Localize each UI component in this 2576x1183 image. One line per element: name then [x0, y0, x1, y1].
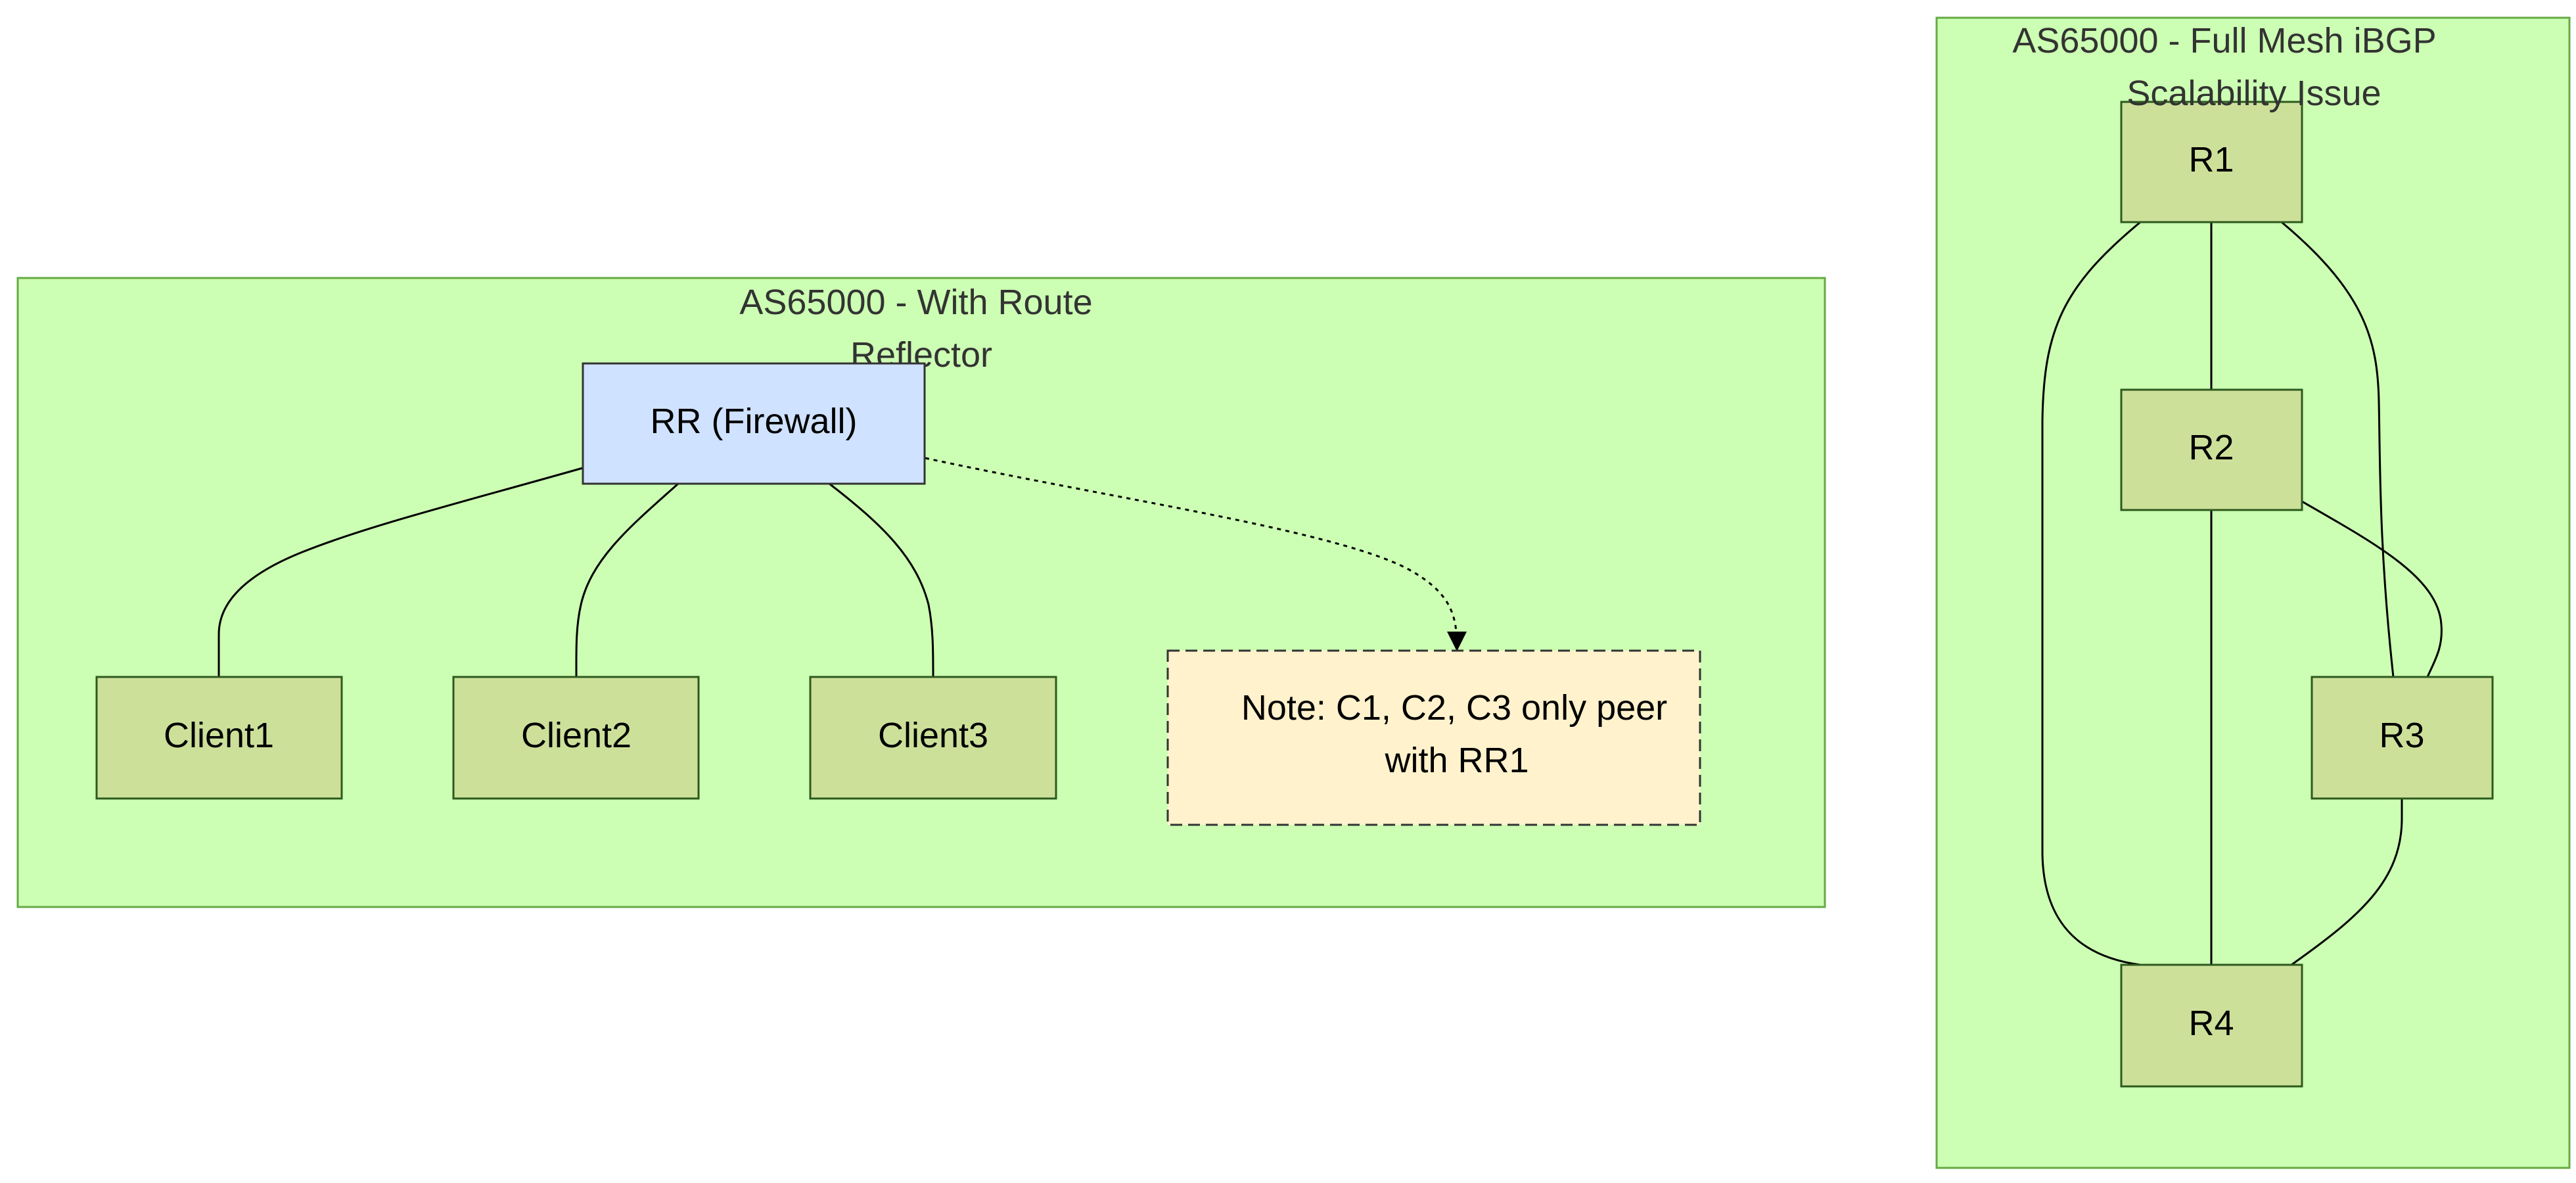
node-r3: R3	[2311, 676, 2494, 800]
note: Note: C1, C2, C3 only peer with RR1	[1166, 649, 1701, 826]
node-r3-box	[2311, 676, 2494, 800]
node-client1: Client1	[95, 676, 343, 800]
node-client1-box	[95, 676, 343, 800]
note-label-line2: with RR1	[1384, 741, 1529, 780]
edge-r3-r4	[2291, 799, 2403, 966]
node-r2-box	[2120, 388, 2303, 511]
node-rr-box	[582, 362, 926, 485]
node-client2-label: Client2	[521, 716, 632, 755]
rr-edges	[218, 457, 1467, 678]
edge-rr-note	[925, 457, 1467, 651]
edge-rr-client1	[218, 467, 584, 677]
node-client2-box	[452, 676, 700, 800]
edge-r2-r3	[2301, 500, 2443, 678]
cluster-full-mesh-title-line2: Scalability Issue	[2127, 74, 2381, 113]
edge-r1-r3	[2281, 221, 2395, 678]
node-client3: Client3	[809, 676, 1057, 800]
note-label-line1: Note: C1, C2, C3 only peer	[1241, 688, 1667, 728]
node-r4-box	[2120, 963, 2303, 1088]
edge-rr-client2	[575, 482, 679, 678]
cluster-full-mesh-title-line1: AS65000 - Full Mesh iBGP	[2012, 21, 2436, 60]
node-r1-box	[2120, 101, 2303, 223]
node-r4-label: R4	[2188, 1004, 2234, 1043]
node-r1-label: R1	[2188, 140, 2234, 179]
node-r4: R4	[2120, 963, 2303, 1088]
node-r2: R2	[2120, 388, 2303, 511]
cluster-route-reflector-title-line1: AS65000 - With Route	[739, 283, 1092, 322]
note-box	[1166, 649, 1701, 826]
node-client1-label: Client1	[164, 716, 274, 755]
node-client3-label: Client3	[878, 716, 988, 755]
node-rr: RR (Firewall)	[582, 362, 926, 485]
node-client3-box	[809, 676, 1057, 800]
edge-rr-client3	[829, 482, 934, 678]
edge-r1-r4	[2041, 221, 2141, 966]
node-client2: Client2	[452, 676, 700, 800]
node-r1: R1	[2120, 101, 2303, 223]
node-r3-label: R3	[2379, 716, 2424, 755]
node-r2-label: R2	[2188, 428, 2234, 467]
node-rr-label: RR (Firewall)	[651, 402, 858, 441]
mesh-edges	[2041, 221, 2443, 966]
